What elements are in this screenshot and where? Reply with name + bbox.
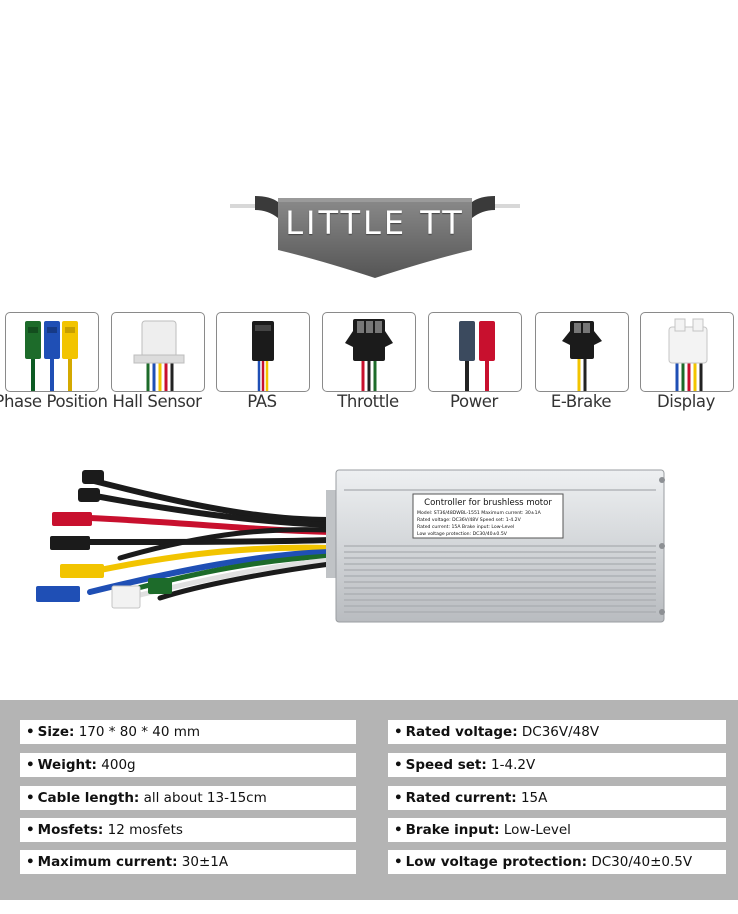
plug-blue-icon <box>36 586 80 602</box>
connector-label-display: Display <box>656 392 716 411</box>
connector-label-throttle: Throttle <box>337 392 399 411</box>
wire-harness-icon <box>77 477 333 601</box>
spec-mosfets: •Mosfets: 12 mosfets <box>20 818 356 842</box>
spec-size: •Size: 170 * 80 * 40 mm <box>20 720 356 744</box>
connector-label-phase-position: Phase Position <box>0 392 108 411</box>
connector-e-brake <box>535 312 629 392</box>
power-connector-icon <box>459 321 495 391</box>
pas-connector-icon <box>252 321 274 391</box>
spec-rated-voltage: •Rated voltage: DC36V/48V <box>388 720 726 744</box>
specs-panel: •Size: 170 * 80 * 40 mm •Weight: 400g •C… <box>0 700 738 900</box>
connector-label-pas: PAS <box>247 392 277 411</box>
sticker-line: Rated voltage: DC36V/48V Speed set: 1-4.… <box>417 517 522 523</box>
sticker-title: Controller for brushless motor <box>424 498 552 508</box>
sticker-line: Low voltage protection: DC30/40±0.5V <box>417 531 508 537</box>
connector-label-hall-sensor: Hall Sensor <box>112 392 202 411</box>
connector-display <box>640 312 734 392</box>
spec-low-voltage-protection: •Low voltage protection: DC30/40±0.5V <box>388 850 726 874</box>
hall-connector-icon <box>133 320 185 391</box>
throttle-connector-icon <box>345 319 393 391</box>
spec-brake-input: •Brake input: Low-Level <box>388 818 726 842</box>
connector-hall-sensor <box>111 312 205 392</box>
banner-ribbon-icon <box>230 196 520 278</box>
connector-power <box>428 312 522 392</box>
banner-title: LITTLE TT <box>285 204 465 242</box>
controller-photo: Controller for brushless motor Model: ST… <box>36 469 665 623</box>
spec-weight: •Weight: 400g <box>20 753 356 777</box>
spec-cable-length: •Cable length: all about 13-15cm <box>20 786 356 810</box>
connector-phase-position <box>5 312 99 392</box>
phase-connector-icon <box>25 321 78 391</box>
ebrake-connector-icon <box>562 321 602 391</box>
sticker-line: Rated current: 15A Brake input: Low-Leve… <box>417 524 514 530</box>
plug-red-icon <box>52 512 92 526</box>
spec-speed-set: •Speed set: 1-4.2V <box>388 753 726 777</box>
brand-banner: LITTLE TT <box>230 188 520 286</box>
connector-throttle <box>322 312 416 392</box>
connector-pas <box>216 312 310 392</box>
controller-sticker: Controller for brushless motor Model: ST… <box>412 493 564 539</box>
plug-green-icon <box>148 578 172 594</box>
display-connector-icon <box>668 318 708 391</box>
connector-label-power: Power <box>450 392 498 411</box>
plug-black-icon <box>82 470 104 484</box>
plug-black-icon <box>78 488 100 502</box>
sticker-line: Model: ST36/48DWBL-1551 Maximum current:… <box>417 510 542 516</box>
spec-rated-current: •Rated current: 15A <box>388 786 726 810</box>
plug-yellow-icon <box>60 564 104 578</box>
plug-white-icon <box>111 585 141 609</box>
spec-maximum-current: •Maximum current: 30±1A <box>20 850 356 874</box>
connector-label-e-brake: E-Brake <box>550 392 612 411</box>
plug-black-icon <box>50 536 90 550</box>
